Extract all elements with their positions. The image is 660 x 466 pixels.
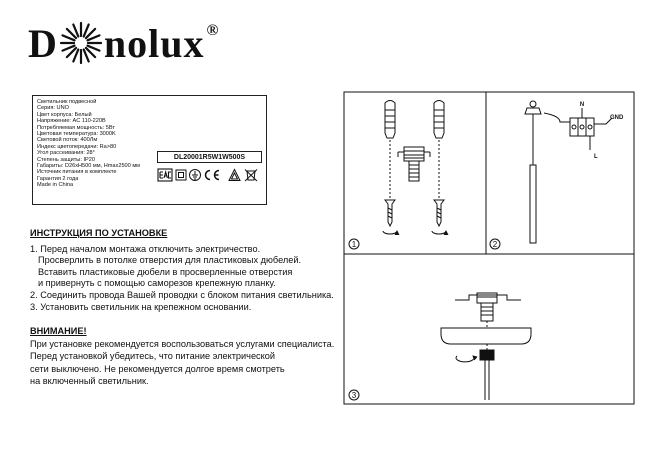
feed-wire bbox=[543, 112, 570, 123]
step-2-diagram bbox=[524, 100, 613, 244]
brand-letters-nolux: nolux bbox=[103, 20, 205, 66]
spec-line: Степень защиты: IP20 bbox=[37, 156, 95, 163]
mounting-bracket bbox=[397, 146, 431, 182]
spec-line: Световой поток: 400Лм bbox=[37, 137, 98, 144]
warning-line: При установке рекомендуется воспользоват… bbox=[30, 338, 335, 349]
sun-ray bbox=[61, 34, 76, 42]
sun-ray bbox=[82, 23, 90, 38]
step-2-marker bbox=[489, 238, 501, 250]
spec-line: Напряжение: AC 110-220В bbox=[37, 118, 106, 125]
step-1-number: 1 bbox=[352, 240, 357, 249]
canopy-shell bbox=[440, 327, 532, 345]
spec-line: Цветовая температура: 3000K bbox=[37, 131, 116, 138]
warning-heading: ВНИМАНИЕ! bbox=[30, 326, 87, 336]
instruction-line: Просверлить в потолке отверстия для плас… bbox=[38, 255, 302, 266]
warning-line: сети выключено. Не рекомендуется долгое … bbox=[30, 363, 285, 374]
ce-mark-icon bbox=[204, 169, 220, 181]
instruction-line: и привернуть с помощью саморезов крепежн… bbox=[38, 278, 276, 289]
screw-right bbox=[433, 199, 445, 228]
canopy-top bbox=[529, 100, 537, 108]
pendant-cable bbox=[484, 360, 490, 400]
warning-block: ВНИМАНИЕ! При установке рекомендуется во… bbox=[30, 325, 340, 388]
sun-burst-icon bbox=[59, 21, 102, 65]
registered-mark: ® bbox=[206, 22, 220, 39]
ceiling-bracket bbox=[455, 292, 521, 322]
spec-line: Цвет корпуса: Белый bbox=[37, 111, 92, 118]
class-ii-mark-icon bbox=[175, 169, 187, 181]
eac-mark-icon bbox=[157, 168, 173, 182]
wire-n-label: N bbox=[580, 102, 584, 108]
ground-mark-icon bbox=[189, 169, 201, 181]
step-2-number: 2 bbox=[493, 240, 498, 249]
terminal-block bbox=[569, 117, 595, 137]
step-3-marker bbox=[348, 389, 360, 401]
instruction-line: 2. Соединить провода Вашей проводки с бл… bbox=[30, 289, 334, 300]
diagram-frame bbox=[343, 91, 635, 405]
step-3-diagram bbox=[440, 292, 532, 400]
cable-clamp bbox=[479, 349, 495, 361]
step-3-number: 3 bbox=[352, 391, 357, 400]
ceiling-canopy bbox=[524, 107, 542, 115]
sun-ray bbox=[86, 44, 101, 52]
rotate-arrow-right bbox=[431, 230, 449, 236]
instruction-line: 1. Перед началом монтажа отключить элект… bbox=[30, 243, 261, 254]
sun-ray bbox=[86, 34, 101, 42]
spec-line: Made in China bbox=[37, 182, 74, 189]
brand-logo: D nolux ® bbox=[28, 18, 219, 68]
brand-letter-d: D bbox=[28, 20, 58, 66]
wire-l-label: L bbox=[594, 154, 598, 160]
sun-ray bbox=[65, 27, 78, 40]
warning-line: Перед установкой убедитесь, что питание … bbox=[30, 351, 276, 362]
rotate-arrow bbox=[455, 355, 478, 363]
spec-list: Светильник подвесной Серия: UNO Цвет кор… bbox=[37, 99, 140, 189]
warning-line: на включенный светильник. bbox=[30, 376, 149, 387]
sun-ray bbox=[72, 23, 80, 38]
spec-line: Индекс цветопередачи: Ra>80 bbox=[37, 143, 117, 150]
spec-line: Светильник подвесной bbox=[37, 99, 97, 105]
screw-left bbox=[384, 199, 396, 228]
instruction-line: Вставить пластиковые дюбели в просверлен… bbox=[38, 266, 293, 277]
sun-ray bbox=[72, 48, 80, 63]
spec-line: Угол рассеивания: 28° bbox=[37, 150, 95, 157]
instruction-line: 3. Установить светильник на крепежном ос… bbox=[30, 301, 252, 312]
dowel-right bbox=[433, 100, 445, 139]
spec-line: Габариты: D26xH500 мм, Hmax2500 мм bbox=[37, 163, 141, 170]
certification-marks bbox=[157, 168, 258, 182]
spec-line: Потребляемая мощность: 5Вт bbox=[37, 124, 115, 131]
product-label: Светильник подвесной Серия: UNO Цвет кор… bbox=[32, 95, 267, 205]
step-1-marker bbox=[348, 238, 360, 250]
sun-ray bbox=[84, 46, 97, 59]
triangle-mark-icon bbox=[228, 168, 241, 181]
spec-line: Источник питания в комплекте bbox=[37, 169, 117, 176]
spec-line: Гарантия 2 года bbox=[37, 175, 79, 182]
sun-ray bbox=[82, 48, 90, 63]
sun-ray bbox=[65, 46, 78, 59]
wire-gnd bbox=[594, 117, 613, 125]
dowel-left bbox=[384, 100, 396, 139]
weee-bin-mark-icon bbox=[244, 169, 258, 182]
model-code: DL20001R5W1W500S bbox=[157, 151, 262, 163]
wire-gnd-label: GND bbox=[610, 115, 624, 121]
spec-line: Серия: UNO bbox=[37, 105, 69, 112]
instructions-heading: ИНСТРУКЦИЯ ПО УСТАНОВКЕ bbox=[30, 228, 168, 238]
rotate-arrow-left bbox=[382, 230, 400, 236]
pendant-tube bbox=[529, 164, 537, 244]
step-1-diagram bbox=[382, 100, 449, 236]
installation-instructions: ИНСТРУКЦИЯ ПО УСТАНОВКЕ 1. Перед началом… bbox=[30, 228, 340, 313]
sun-ray bbox=[61, 44, 76, 52]
sun-ray bbox=[84, 27, 97, 40]
